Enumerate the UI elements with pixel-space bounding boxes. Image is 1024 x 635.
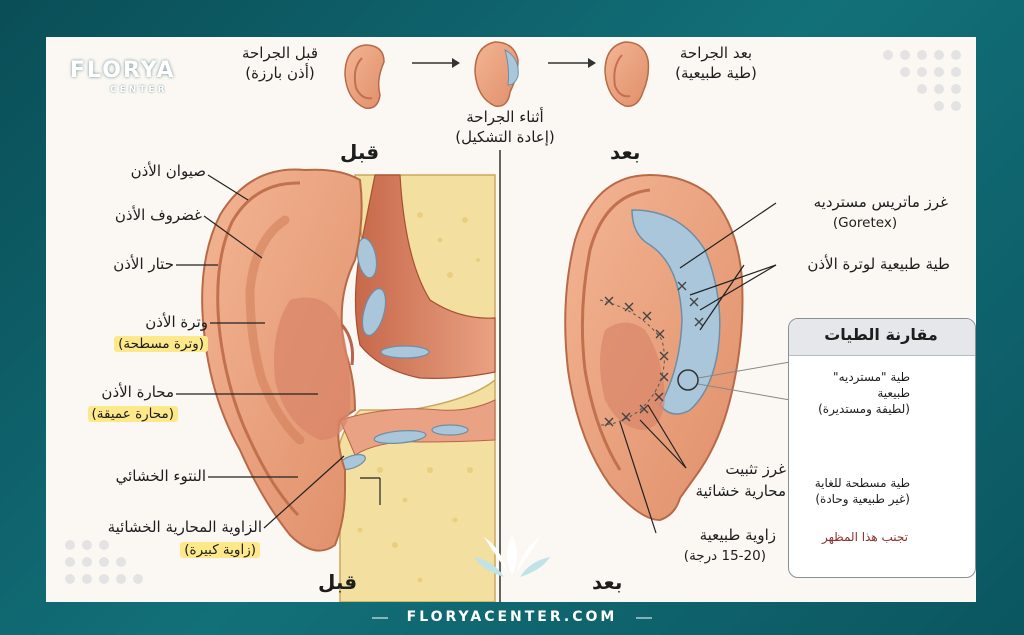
florya-logo-sub: CENTER [110,85,168,95]
comparison-title: مقارنة الطيات [824,325,938,344]
label-goretex: (Goretex) [832,215,898,231]
label-fixation-sub: محارية خشائية [695,482,786,500]
right-leader-lines [619,202,777,534]
florya-logo: FLORYA [70,58,176,83]
label-auricle: صيوان الأذن [130,162,206,180]
label-concha: محارة الأذن [101,383,174,401]
label-conchomastoid-angle: الزاوية المحارية الخشائية [107,518,262,536]
lotus-logo [474,535,550,577]
step-during-label: أثناء الجراحة [466,108,544,126]
label-fixation-sutures: غرز تثبيت [725,460,786,478]
step-after-label: بعد الجراحة [679,44,753,62]
after-heading-bottom: بعد [592,570,623,594]
label-concha-sub: (محارة عميقة) [87,406,178,422]
label-angle-sub: (زاوية كبيرة) [180,542,260,558]
comparison-box-header [789,319,975,356]
before-heading-bottom: قبل [318,570,358,594]
fold-comparison-box [788,318,976,578]
label-ear-cartilage: غضروف الأذن [114,206,202,224]
label-mustarde-sutures: غرز ماتريس مسترديه [813,193,948,211]
step-during-sub: (إعادة التشكيل) [455,128,555,146]
comparison-natural-line1: طية "مسترديه" [833,370,910,384]
label-mastoid: النتوء الخشائي [115,467,206,485]
decorative-dots [65,50,961,584]
top-small-ears [344,41,650,109]
label-antihelix: وترة الأذن [145,313,208,331]
step-before-label: قبل الجراحة [241,44,318,62]
label-helix: حتار الأذن [113,255,174,273]
label-antihelix-sub: (وترة مسطحة) [114,336,208,352]
label-natural-angle: زاوية طبيعية [699,526,776,544]
after-heading-top: بعد [610,140,641,164]
before-ear-illustration [201,168,496,602]
step-after-sub: (طية طبيعية) [675,64,757,82]
comparison-flat-line2: (غير طبيعية وحادة) [815,492,910,506]
comparison-flat-line1: طية مسطحة للغاية [814,476,910,490]
before-heading-top: قبل [340,140,380,164]
step-before-sub: (أذن بارزة) [245,64,315,82]
after-ear-illustration [564,173,791,522]
comparison-avoid: تجنب هذا المظهر [821,530,908,544]
website-url[interactable]: FLORYACENTER.COM [406,609,618,625]
comparison-natural-line3: (لطيفة ومستديرة) [818,402,910,416]
comparison-natural-line2: طبيعية [877,386,910,400]
left-leader-lines [176,174,381,529]
label-angle-degrees: (15-20 درجة) [683,548,766,564]
label-natural-fold: طية طبيعية لوترة الأذن [807,255,950,273]
